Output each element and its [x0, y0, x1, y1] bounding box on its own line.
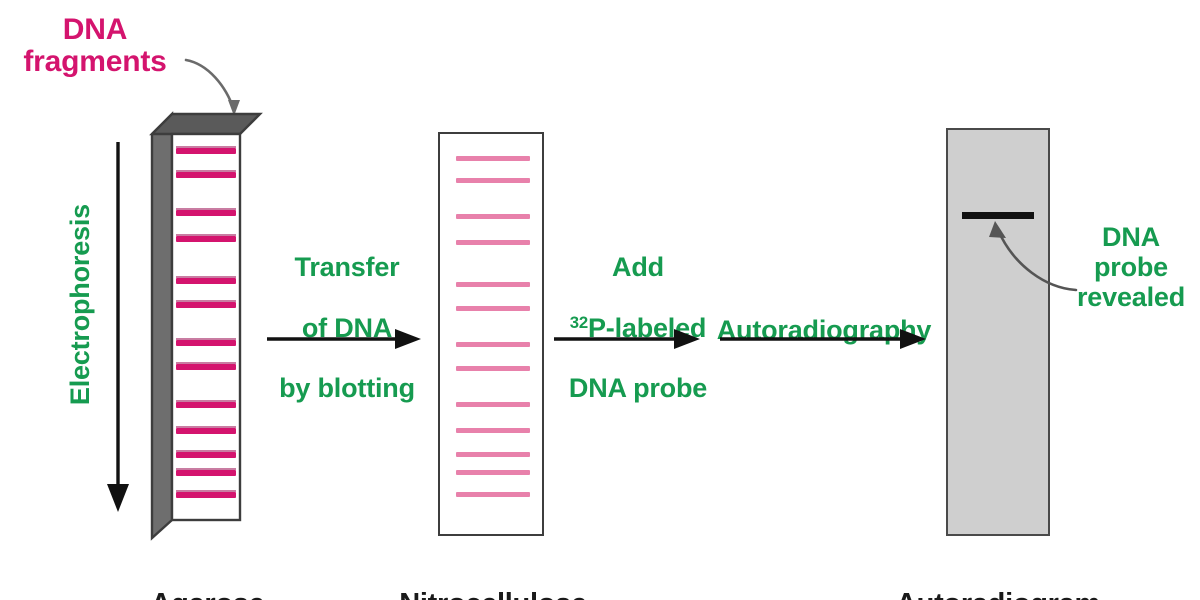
sheet-band [456, 402, 530, 407]
agarose-gel-caption-line1: Agarose [120, 588, 295, 600]
sheet-band [456, 282, 530, 287]
sheet-band [456, 306, 530, 311]
gel-band [176, 338, 236, 346]
sheet-band [456, 366, 530, 371]
agarose-gel-panel [149, 111, 263, 541]
transfer-arrow-icon [265, 326, 425, 352]
gel-band [176, 468, 236, 476]
sheet-band [456, 452, 530, 457]
gel-band [176, 426, 236, 434]
transfer-label-line1: Transfer [294, 252, 400, 283]
curved-arrow-icon [178, 42, 268, 122]
add-probe-arrow-icon [552, 326, 704, 352]
gel-band [176, 208, 236, 216]
sheet-band [456, 214, 530, 219]
gel-band [176, 362, 236, 370]
sheet-band [456, 492, 530, 497]
autoradiogram-band [962, 212, 1034, 219]
sheet-band [456, 428, 530, 433]
dna-fragments-label: DNA fragments [23, 13, 167, 79]
sheet-band [456, 178, 530, 183]
add-probe-label-line3: DNA probe [568, 373, 708, 404]
gel-band [176, 170, 236, 178]
autoradiogram-caption-line1: Autoradiogram [878, 588, 1118, 600]
gel-band [176, 300, 236, 308]
dna-probe-revealed-label: DNA probe revealed [1077, 222, 1185, 313]
transfer-step-label: Transfer of DNA by blotting [258, 222, 436, 434]
gel-band [176, 490, 236, 498]
autoradiogram-caption: Autoradiogram [878, 556, 1118, 600]
gel-band [176, 400, 236, 408]
sheet-band [456, 342, 530, 347]
electrophoresis-label: Electrophoresis [64, 204, 95, 406]
gel-band [176, 234, 236, 242]
p32-superscript: 32 [569, 313, 588, 332]
autoradiography-arrow-icon [718, 326, 930, 352]
gel-band [176, 146, 236, 154]
sheet-band [456, 240, 530, 245]
nitrocellulose-sheet-panel [438, 132, 544, 536]
pointer-arrow-icon [984, 218, 1084, 298]
agarose-gel-caption: Agarose gel [120, 556, 295, 600]
sheet-band [456, 156, 530, 161]
nitrocellulose-caption-line1: Nitrocellulose [388, 588, 598, 600]
gel-band [176, 450, 236, 458]
add-probe-label-line1: Add [612, 252, 664, 283]
gel-band [176, 276, 236, 284]
autoradiogram-panel [946, 128, 1050, 536]
sheet-band [456, 470, 530, 475]
electrophoresis-arrow-icon [104, 140, 132, 518]
transfer-label-line3: by blotting [279, 373, 415, 404]
nitrocellulose-sheet-caption: Nitrocellulose sheet [388, 556, 598, 600]
